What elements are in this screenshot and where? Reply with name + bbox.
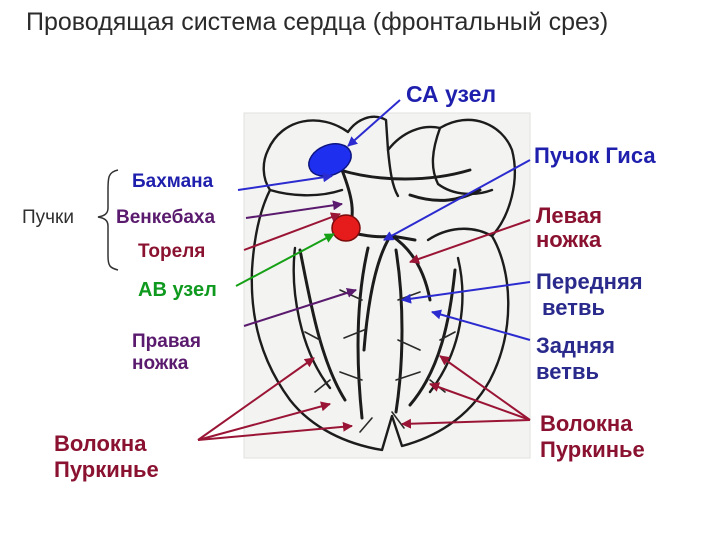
conduction-pathways: [298, 168, 482, 420]
arrow-sa-node: [347, 99, 401, 147]
arrow-wenckebach: [245, 200, 343, 219]
arrow-purkinje-left-1: [197, 357, 315, 441]
label-thorel: Тореля: [138, 241, 206, 262]
label-bundles-group: Пучки: [22, 207, 74, 228]
arrow-left-bundle: [409, 219, 531, 264]
arrow-purkinje-right-2: [429, 382, 531, 421]
label-anterior-2: ветвь: [542, 295, 606, 320]
heart-outline: [250, 115, 516, 452]
label-right-bundle-2: ножка: [132, 353, 189, 374]
page-title: Проводящая система сердца (фронтальный с…: [26, 8, 609, 36]
arrow-purkinje-right-3: [401, 418, 531, 429]
arrow-thorel: [243, 212, 341, 251]
label-purkinje-right-2: Пуркинье: [540, 437, 645, 462]
arrow-av-node: [235, 233, 335, 287]
sa-node: [308, 143, 352, 177]
label-sa-node: СА узел: [406, 81, 497, 107]
label-purkinje-left-2: Пуркинье: [54, 457, 159, 482]
label-right-bundle-1: Правая: [132, 331, 201, 352]
arrow-bachmann: [237, 172, 333, 191]
av-node: [331, 214, 361, 242]
label-anterior-1: Передняя: [536, 269, 643, 294]
arrow-purkinje-left-2: [197, 401, 331, 441]
label-purkinje-right-1: Волокна: [540, 411, 633, 436]
label-posterior-1: Задняя: [536, 333, 615, 358]
label-left-bundle-1: Левая: [536, 203, 602, 228]
arrow-purkinje-left-3: [197, 421, 353, 441]
scan-background: [243, 112, 531, 459]
label-left-bundle-2: ножка: [536, 227, 602, 252]
label-his-bundle: Пучок Гиса: [534, 143, 656, 168]
arrow-posterior-branch: [431, 309, 531, 341]
label-purkinje-left-1: Волокна: [54, 431, 147, 456]
arrows: [197, 99, 531, 441]
label-bachmann: Бахмана: [132, 171, 214, 192]
label-wenckebach: Венкебаха: [116, 207, 216, 228]
label-av-node: АВ узел: [138, 279, 217, 301]
arrow-right-bundle: [243, 287, 357, 327]
bundles-bracket: [97, 169, 119, 271]
arrow-anterior-branch: [401, 281, 531, 304]
arrow-purkinje-right-1: [439, 355, 531, 421]
label-posterior-2: ветвь: [536, 359, 600, 384]
arrow-his-bundle: [383, 159, 531, 241]
